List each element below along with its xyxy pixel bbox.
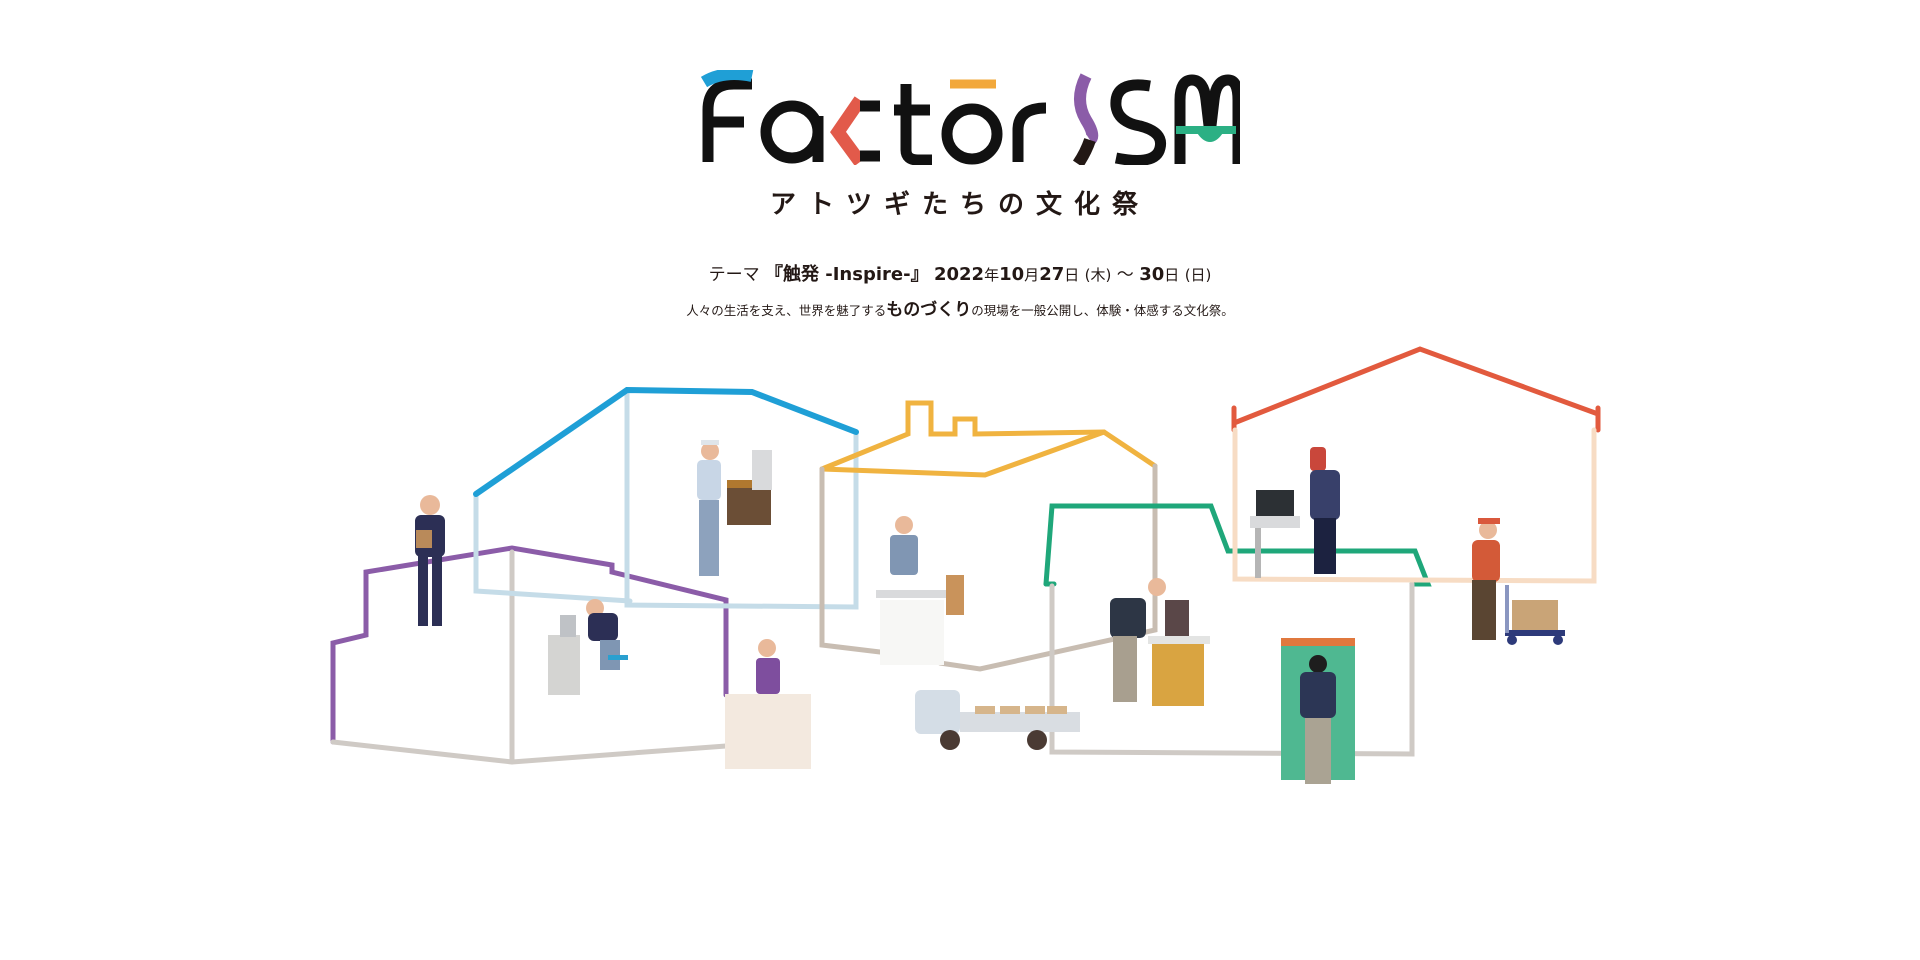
theme-title: 『触発 -Inspire-』 <box>765 264 929 285</box>
receptionist-figure <box>725 639 811 769</box>
description-before: 人々の生活を支え、世界を魅了する <box>686 303 887 318</box>
theme-prefix: テーマ <box>708 265 760 285</box>
end-day-unit: 日 <box>1164 266 1180 284</box>
red-roof <box>1231 346 1601 426</box>
event-year: 2022 <box>933 264 985 285</box>
month-unit: 月 <box>1024 266 1040 284</box>
factorism-logo <box>700 70 1240 165</box>
green-building-outline <box>1043 503 1432 587</box>
worker-bench-figure <box>548 599 628 695</box>
delivery-truck-figure <box>915 690 1080 750</box>
day-unit: 日 <box>1064 266 1080 284</box>
event-theme-line: テーマ 『触発 -Inspire-』 2022年10月27日 (木) ～ 30日… <box>0 260 1920 286</box>
event-description: 人々の生活を支え、世界を魅了するものづくりの現場を一般公開し、体験・体感する文化… <box>0 295 1920 320</box>
worker-drill-figure <box>1110 578 1210 706</box>
orange-roof <box>819 400 1158 472</box>
baker-figure <box>876 516 964 665</box>
purple-building-outline <box>330 545 729 745</box>
worker-machine-figure <box>697 440 772 576</box>
event-month: 10 <box>999 264 1025 285</box>
worker-cart-figure <box>1472 518 1565 645</box>
event-subtitle: アトツギたちの文化祭 <box>769 190 1150 220</box>
year-unit: 年 <box>984 266 1000 284</box>
start-weekday: (木) <box>1084 266 1112 284</box>
welder-figure <box>1250 447 1340 578</box>
worker-clipboard-figure <box>415 495 445 626</box>
start-day: 27 <box>1039 264 1065 285</box>
description-emphasis: ものづくり <box>886 300 972 320</box>
worker-green-machine-figure <box>1281 638 1355 784</box>
end-weekday: (日) <box>1184 266 1212 284</box>
end-day: 30 <box>1139 264 1165 285</box>
description-after: の現場を一般公開し、体験・体感する文化祭。 <box>971 303 1234 318</box>
range-separator: ～ <box>1116 265 1134 285</box>
blue-roof <box>473 386 859 497</box>
